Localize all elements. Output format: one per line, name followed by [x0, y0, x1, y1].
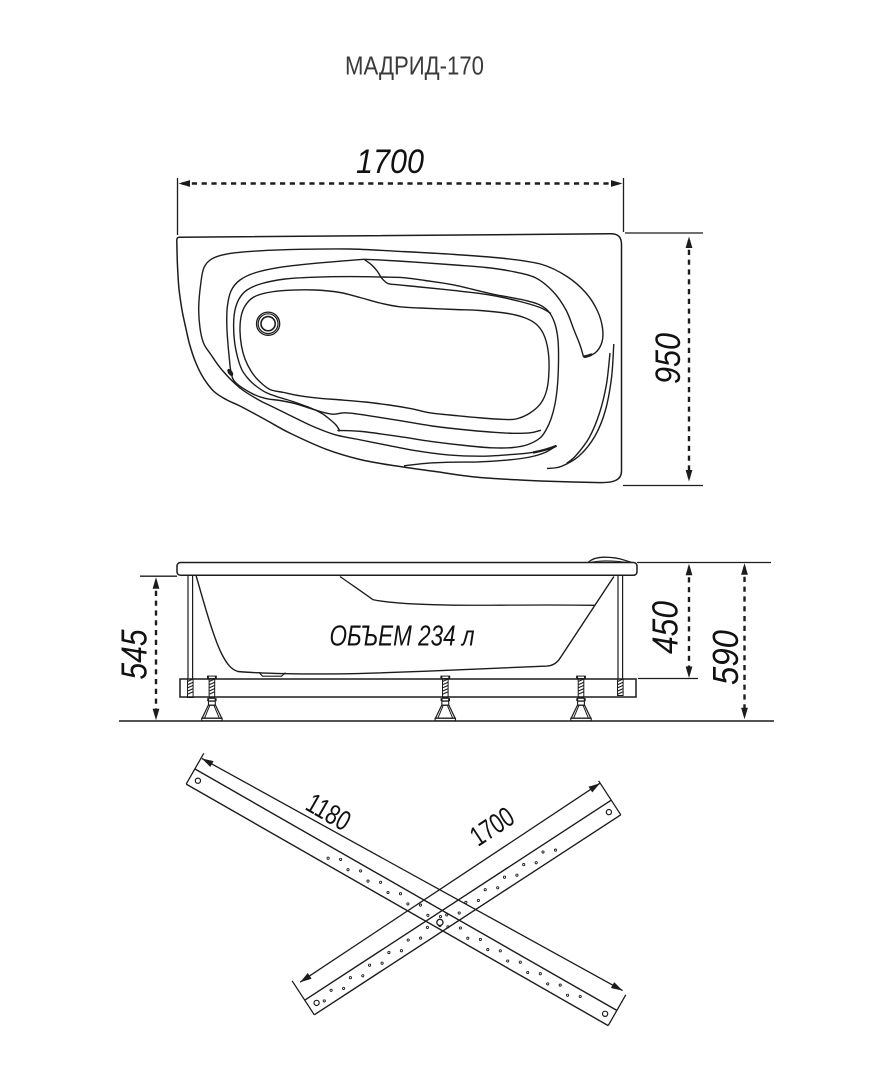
svg-text:1700: 1700	[464, 801, 519, 852]
svg-text:ОБЪЕМ 234 л: ОБЪЕМ 234 л	[330, 621, 475, 653]
svg-text:МАДРИД-170: МАДРИД-170	[345, 53, 484, 81]
svg-text:950: 950	[649, 333, 688, 384]
svg-text:545: 545	[113, 629, 154, 680]
svg-text:1700: 1700	[356, 143, 424, 181]
svg-text:590: 590	[705, 630, 746, 685]
svg-text:1180: 1180	[301, 787, 356, 837]
svg-text:450: 450	[645, 601, 686, 654]
